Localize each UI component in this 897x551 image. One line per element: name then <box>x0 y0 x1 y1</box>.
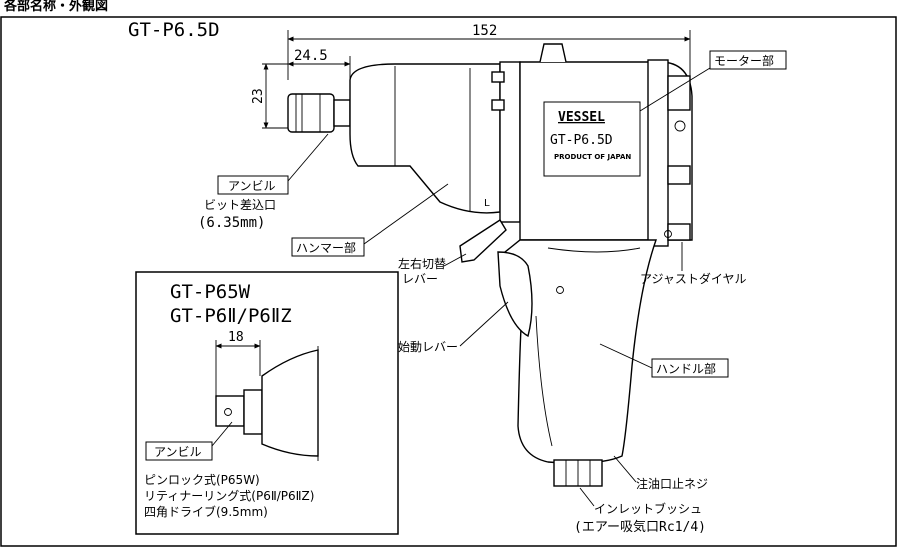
handle-label: ハンドル部 <box>656 361 716 376</box>
inset-model-1: GT-P65W <box>170 281 251 303</box>
reverse-lever-leader <box>443 253 467 267</box>
page-header: 各部名称・外観図 <box>0 0 897 16</box>
reverse-lever-label-1: 左右切替 <box>398 256 446 271</box>
impact-wrench-body: VESSEL GT-P6.5D PRODUCT OF JAPAN L <box>287 43 693 487</box>
oil-plug-label: 注油口止ネジ <box>636 476 708 491</box>
inset-note-1: ピンロック式(P65W) <box>144 473 260 487</box>
inset-note-2: リティナーリング式(P6Ⅱ/P6ⅡZ) <box>144 489 314 503</box>
motor-label: モーター部 <box>714 53 774 68</box>
direction-mark: L <box>484 198 490 209</box>
exterior-drawing: GT-P6.5D 152 24.5 23 <box>0 16 897 547</box>
adjust-dial-label: アジャストダイヤル <box>640 271 747 286</box>
inset-dim-18: 18 <box>228 330 244 345</box>
inset-panel: GT-P65W GT-P6Ⅱ/P6ⅡZ 18 アンビル ピンロック式(P65W)… <box>135 271 399 535</box>
anvil-callout: アンビル ビット差込口 (6.35mm) <box>198 133 329 231</box>
inset-anvil-label: アンビル <box>154 445 202 459</box>
dimension-24-5: 24.5 <box>287 48 351 96</box>
dimension-152-label: 152 <box>472 23 497 39</box>
dimension-24-5-label: 24.5 <box>294 48 328 64</box>
bit-inlet-label: ビット差込口 <box>204 198 276 212</box>
anvil-shape <box>287 93 335 133</box>
nameplate-origin: PRODUCT OF JAPAN <box>554 153 631 161</box>
hammer-callout: ハンマー部 <box>291 183 449 257</box>
inlet-leader <box>579 487 595 507</box>
nameplate-model: GT-P6.5D <box>550 133 613 148</box>
drawing-frame: GT-P6.5D 152 24.5 23 <box>0 16 897 547</box>
reverse-lever-label-2: レバー <box>402 272 438 286</box>
anvil-label: アンビル <box>228 179 276 193</box>
trigger-leader <box>459 301 509 347</box>
inset-note-3: 四角ドライブ(9.5mm) <box>144 504 268 519</box>
reverse-lever-shape <box>459 219 507 263</box>
bit-inlet-size: (6.35mm) <box>198 215 265 231</box>
page-title: 各部名称・外観図 <box>4 0 109 14</box>
trigger-label: 始動レバー <box>398 340 458 354</box>
dimension-152: 152 <box>287 23 691 80</box>
oil-plug-leader <box>613 455 637 483</box>
hammer-label: ハンマー部 <box>296 240 356 255</box>
handle-callout: ハンドル部 <box>599 343 729 378</box>
inset-model-2: GT-P6Ⅱ/P6ⅡZ <box>170 305 292 327</box>
trigger-shape <box>497 251 533 338</box>
dimension-23: 23 <box>251 63 290 129</box>
main-model-title: GT-P6.5D <box>128 19 220 41</box>
nameplate-brand: VESSEL <box>558 110 605 125</box>
outer-border <box>0 16 897 547</box>
hammer-case-shape <box>349 63 501 214</box>
inlet-bushing-label: インレットブッシュ <box>594 501 702 516</box>
inlet-bushing-spec: (エアー吸気口Rc1/4) <box>574 519 706 535</box>
dimension-23-label: 23 <box>251 88 266 104</box>
nameplate <box>543 101 641 177</box>
motor-callout: モーター部 <box>639 50 787 112</box>
